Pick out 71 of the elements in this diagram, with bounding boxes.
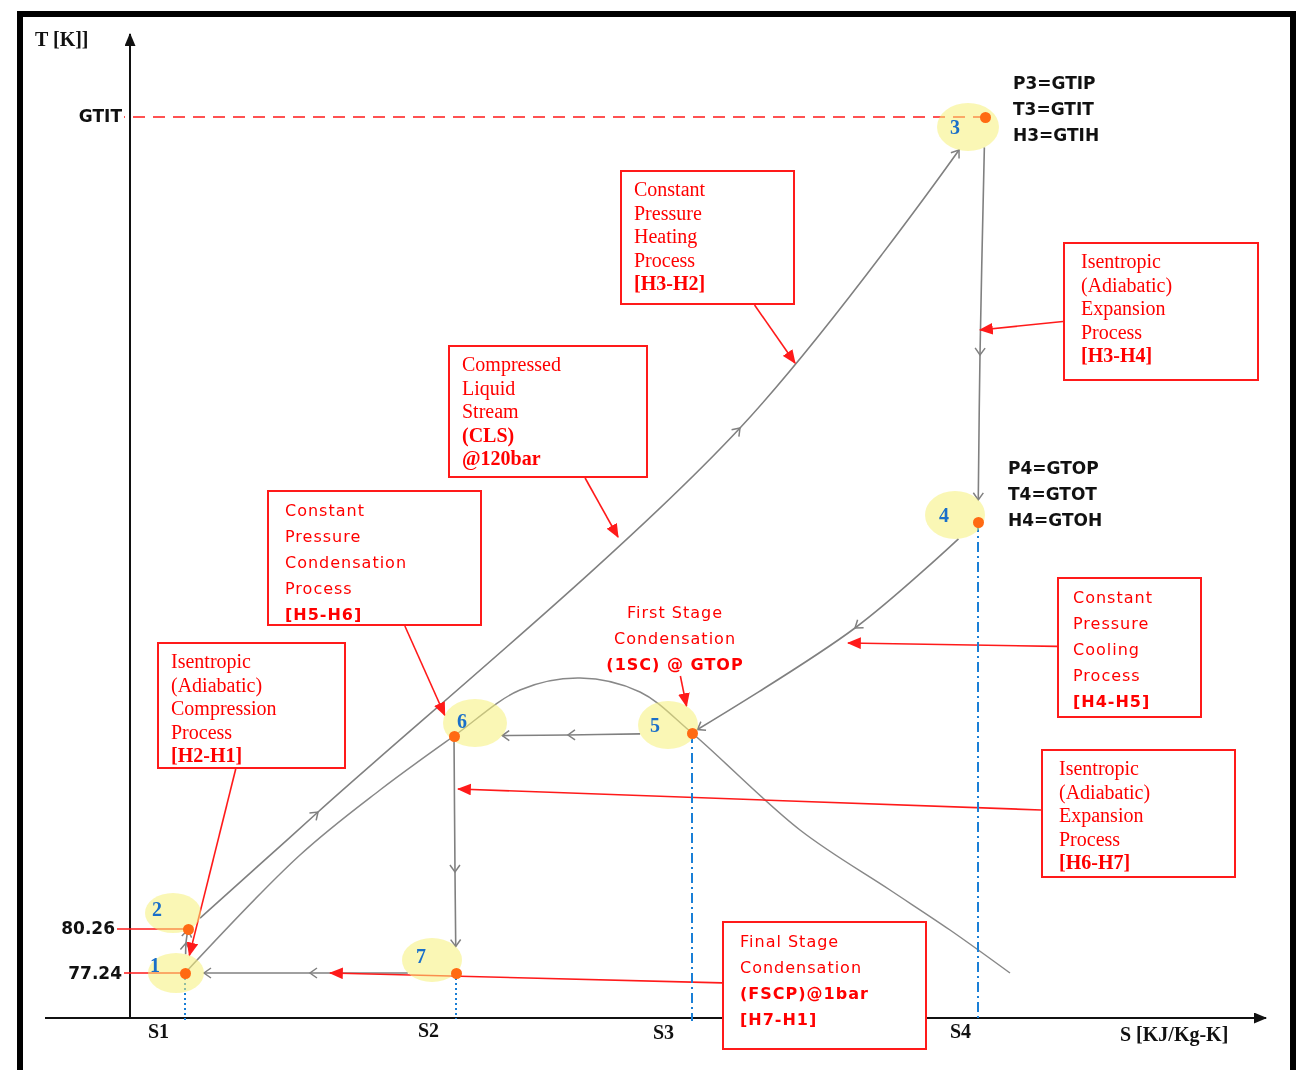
leader-arrow [678,675,690,708]
state-property: H3=GTIH [1013,124,1100,147]
leader-arrow [846,637,1058,650]
callout-box [267,490,482,626]
state-number: 2 [152,899,162,919]
process-description: Final Stage Condensation [740,931,864,979]
process-description: Isentropic (Adiabatic) Expansion Process [1059,757,1152,851]
process-line [696,538,960,731]
process-code: [H3-H2] [634,272,707,296]
state-point-marker [925,491,985,539]
leader-arrow [584,477,619,538]
callout-box [1057,577,1202,718]
process-code: [H2-H1] [171,744,244,768]
process-code: [H4-H5] [1073,691,1152,713]
state-property: P4=GTOP [1008,457,1099,480]
state-point-marker [937,103,999,151]
process-line [449,740,462,948]
callout-box [1063,242,1259,381]
leader-arrow [328,967,723,984]
process-description: Constant Pressure Condensation Process [285,500,409,600]
process-description: Constant Pressure Cooling Process [1073,587,1154,687]
state-point-marker [402,938,462,982]
process-line [199,149,960,919]
state-point-marker [145,893,201,933]
axis-tick-label: S3 [653,1021,675,1043]
state-number: 5 [650,715,660,735]
axis-tick-label: S1 [148,1020,170,1042]
state-property: T4=GTOT [1008,483,1097,506]
process-description: Isentropic (Adiabatic) Expansion Process [1081,250,1174,344]
axis-tick-label: 80.26 [61,918,115,938]
callout-box [157,642,346,769]
leader-arrow [753,304,796,364]
callout-box [1041,749,1236,878]
state-point-marker [638,701,698,749]
process-code: (1SC) @ GTOP [605,654,745,676]
state-point-marker [148,953,204,993]
leader-arrow [186,768,237,957]
leader-arrow [978,320,1064,335]
state-number: 4 [939,505,949,525]
process-code: (FSCP)@1bar [740,983,870,1005]
process-description: Isentropic (Adiabatic) Compression Process [171,650,278,744]
axis-title: T [K]] [35,28,89,50]
state-number: 6 [457,711,467,731]
axis-tick-label: GTIT [78,106,122,126]
process-code: (CLS) @120bar [462,423,542,471]
callout-box [448,345,648,478]
axis-tick-label: S4 [950,1020,972,1042]
process-code: [H7-H1] [740,1009,819,1031]
state-number: 3 [950,117,960,137]
state-point-marker [443,699,507,747]
process-description: Constant Pressure Heating Process [634,178,707,272]
state-property: T3=GTIT [1013,98,1094,121]
state-property: H4=GTOH [1008,509,1103,532]
process-description: First Stage Condensation [613,602,737,650]
process-line [501,729,641,742]
axis-tick-label: 77.24 [68,963,122,983]
leader-arrow [404,625,446,717]
callout-box [620,170,795,305]
process-code: [H3-H4] [1081,344,1154,368]
state-property: P3=GTIP [1013,72,1096,95]
process-code: [H6-H7] [1059,851,1132,875]
callout-box [722,921,927,1050]
process-line [203,967,409,979]
state-number: 1 [150,955,160,975]
process-code: [H5-H6] [285,604,364,626]
state-number: 7 [416,946,426,966]
process-line [972,146,986,501]
axis-tick-label: S2 [418,1019,440,1041]
leader-arrow [456,783,1042,811]
axis-title: S [KJ/Kg-K] [1120,1023,1229,1045]
process-description: Compressed Liquid Stream [462,353,562,424]
